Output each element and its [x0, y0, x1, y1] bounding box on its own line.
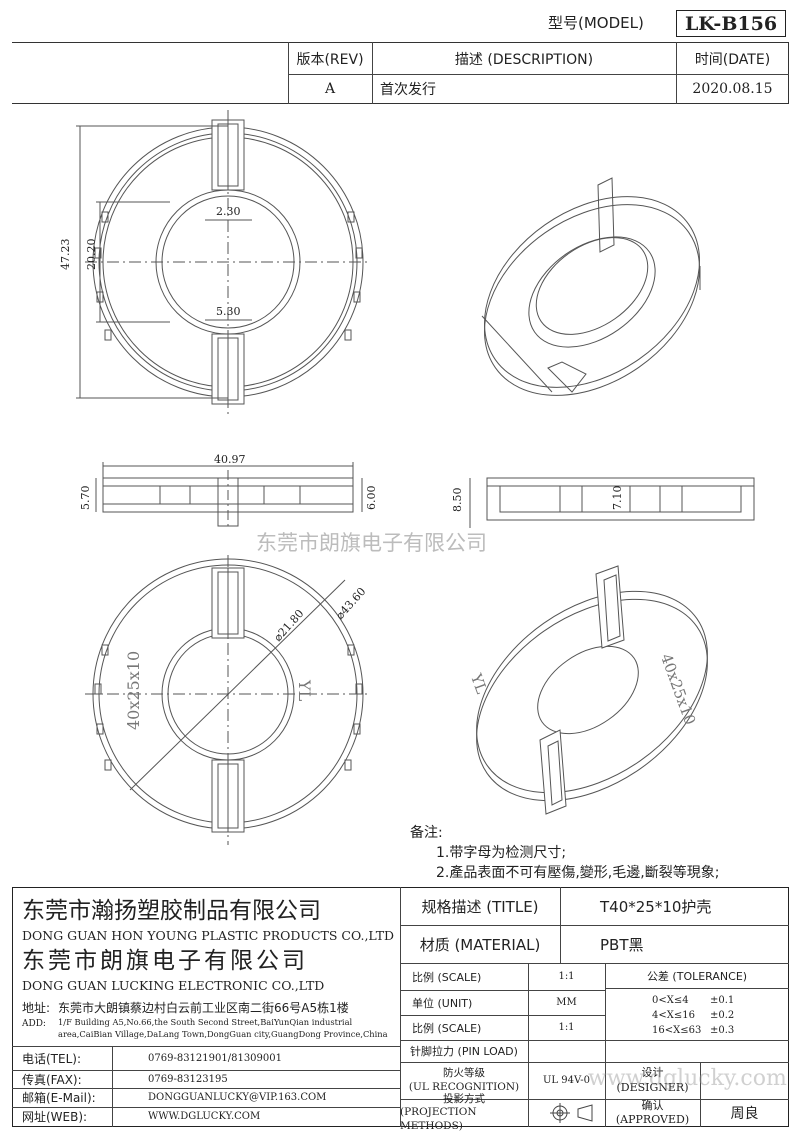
dim-top-slot: 2.30 — [216, 205, 241, 218]
dim-inner-height: 20.20 — [85, 238, 98, 271]
top-view — [76, 110, 370, 415]
dim-side-right: 6.00 — [365, 485, 378, 511]
desc-col-header: 描述 (DESCRIPTION) — [454, 52, 594, 68]
scale2-value: 1:1 — [558, 1022, 575, 1033]
dim-side-width: 40.97 — [214, 453, 246, 466]
unit-value: MM — [556, 997, 577, 1008]
designer-label: 设计 (DESIGNER) — [605, 1062, 700, 1099]
tol-val-1: ±0.1 — [710, 995, 735, 1006]
fax-label: 传真(FAX): — [22, 1072, 82, 1087]
projection-label: 投影方式 (PROJECTION METHODS) — [400, 1093, 528, 1132]
note-2: 2.產品表面不可有壓傷,變形,毛邊,斷裂等現象; — [436, 865, 720, 881]
ul-label-en: (UL RECOGNITION) — [408, 1080, 520, 1093]
web-label: 网址(WEB): — [22, 1110, 88, 1124]
tel-value: 0769-83121901/81309001 — [148, 1052, 282, 1064]
iso-view-bottom — [476, 565, 708, 815]
front-view — [469, 477, 755, 528]
ul-value: UL 94V-0 — [542, 1075, 591, 1086]
dim-outer-height: 47.23 — [59, 238, 72, 271]
date-col-header: 时间(DATE) — [694, 52, 771, 68]
pin-load-label: 针脚拉力 (PIN LOAD) — [410, 1045, 518, 1058]
company-name-cn-2: 东莞市朗旗电子有限公司 — [22, 948, 308, 974]
dim-front-inner: 7.10 — [611, 485, 624, 511]
material-value: PBT黑 — [600, 935, 644, 954]
unit-label: 单位 (UNIT) — [412, 996, 473, 1010]
address-label: 地址: — [22, 1001, 51, 1015]
dim-front-outer: 8.50 — [451, 487, 464, 513]
approved-label: 确认 (APPROVED) — [605, 1099, 700, 1127]
tol-range-1: 0<X≤4 — [652, 995, 689, 1006]
mark-size-bottom: 40x25x10 — [124, 650, 143, 730]
rev-col-header: 版本(REV) — [296, 52, 364, 68]
revision-table — [12, 42, 789, 104]
projection-symbol-icon — [550, 1103, 593, 1123]
material-label: 材质 (MATERIAL) — [419, 935, 541, 954]
side-view — [95, 462, 363, 528]
email-label: 邮箱(E-Mail): — [22, 1091, 96, 1105]
iso-view-top — [481, 177, 701, 396]
fax-value: 0769-83123195 — [148, 1073, 228, 1085]
company-name-en-2: DONG GUAN LUCKING ELECTRONIC CO.,LTD — [22, 978, 325, 993]
address-cn: 东莞市大朗镇蔡边村白云前工业区南二街66号A5栋1楼 — [58, 1001, 349, 1015]
tol-range-2: 4<X≤16 — [652, 1010, 695, 1021]
footer-watermark: www.dglucky.com — [588, 1066, 787, 1091]
tolerance-title: 公差 (TOLERANCE) — [646, 969, 748, 983]
watermark: 东莞市朗旗电子有限公司 — [256, 531, 487, 555]
scale2-label: 比例 (SCALE) — [412, 1021, 482, 1035]
title-value: T40*25*10护壳 — [600, 897, 712, 916]
projection-label-cn: 投影方式 — [443, 1092, 485, 1105]
approved-label-en: (APPROVED) — [615, 1113, 690, 1126]
rev-value: A — [324, 81, 336, 97]
company-name-cn-1: 东莞市瀚扬塑胶制品有限公司 — [22, 898, 321, 924]
notes-title: 备注: — [410, 825, 443, 841]
mark-brand-bottom: YL — [295, 680, 314, 702]
approved-label-cn: 确认 — [641, 1098, 664, 1112]
dim-side-left: 5.70 — [79, 485, 92, 511]
address-en-2: area,CaiBian Village,DaLang Town,DongGua… — [58, 1029, 388, 1039]
date-value: 2020.08.15 — [692, 81, 773, 97]
ul-label: 防火等级 (UL RECOGNITION) — [400, 1062, 528, 1099]
model-value-box: LK-B156 — [676, 10, 786, 37]
designer-label-cn: 设计 — [641, 1066, 664, 1080]
tel-label: 电话(TEL): — [22, 1051, 82, 1066]
ul-label-cn: 防火等级 — [443, 1066, 485, 1079]
tol-val-2: ±0.2 — [710, 1010, 735, 1021]
technical-drawing — [76, 110, 755, 845]
model-label: 型号(MODEL) — [548, 14, 644, 32]
title-label: 规格描述 (TITLE) — [421, 897, 539, 916]
tol-val-3: ±0.3 — [710, 1025, 735, 1036]
bottom-view — [85, 555, 370, 845]
web-value[interactable]: WWW.DGLUCKY.COM — [148, 1111, 261, 1122]
designer-label-en: (DESIGNER) — [616, 1080, 689, 1094]
note-1: 1.带字母为检测尺寸; — [436, 845, 567, 861]
scale-value: 1:1 — [558, 971, 575, 982]
approved-name: 周良 — [730, 1106, 759, 1122]
model-value: LK-B156 — [684, 12, 778, 35]
scale-label: 比例 (SCALE) — [412, 970, 482, 984]
address-en-1: 1/F Building A5,No.66,the South Second S… — [58, 1017, 353, 1027]
company-name-en-1: DONG GUAN HON YOUNG PLASTIC PRODUCTS CO.… — [22, 928, 395, 943]
projection-label-en: (PROJECTION METHODS) — [400, 1106, 477, 1132]
dim-bottom-slot: 5.30 — [216, 305, 241, 318]
address-en-label: ADD: — [22, 1019, 46, 1029]
tol-range-3: 16<X≤63 — [652, 1025, 702, 1036]
email-value[interactable]: DONGGUANLUCKY@VIP.163.COM — [148, 1092, 327, 1103]
desc-value: 首次发行 — [380, 82, 436, 98]
